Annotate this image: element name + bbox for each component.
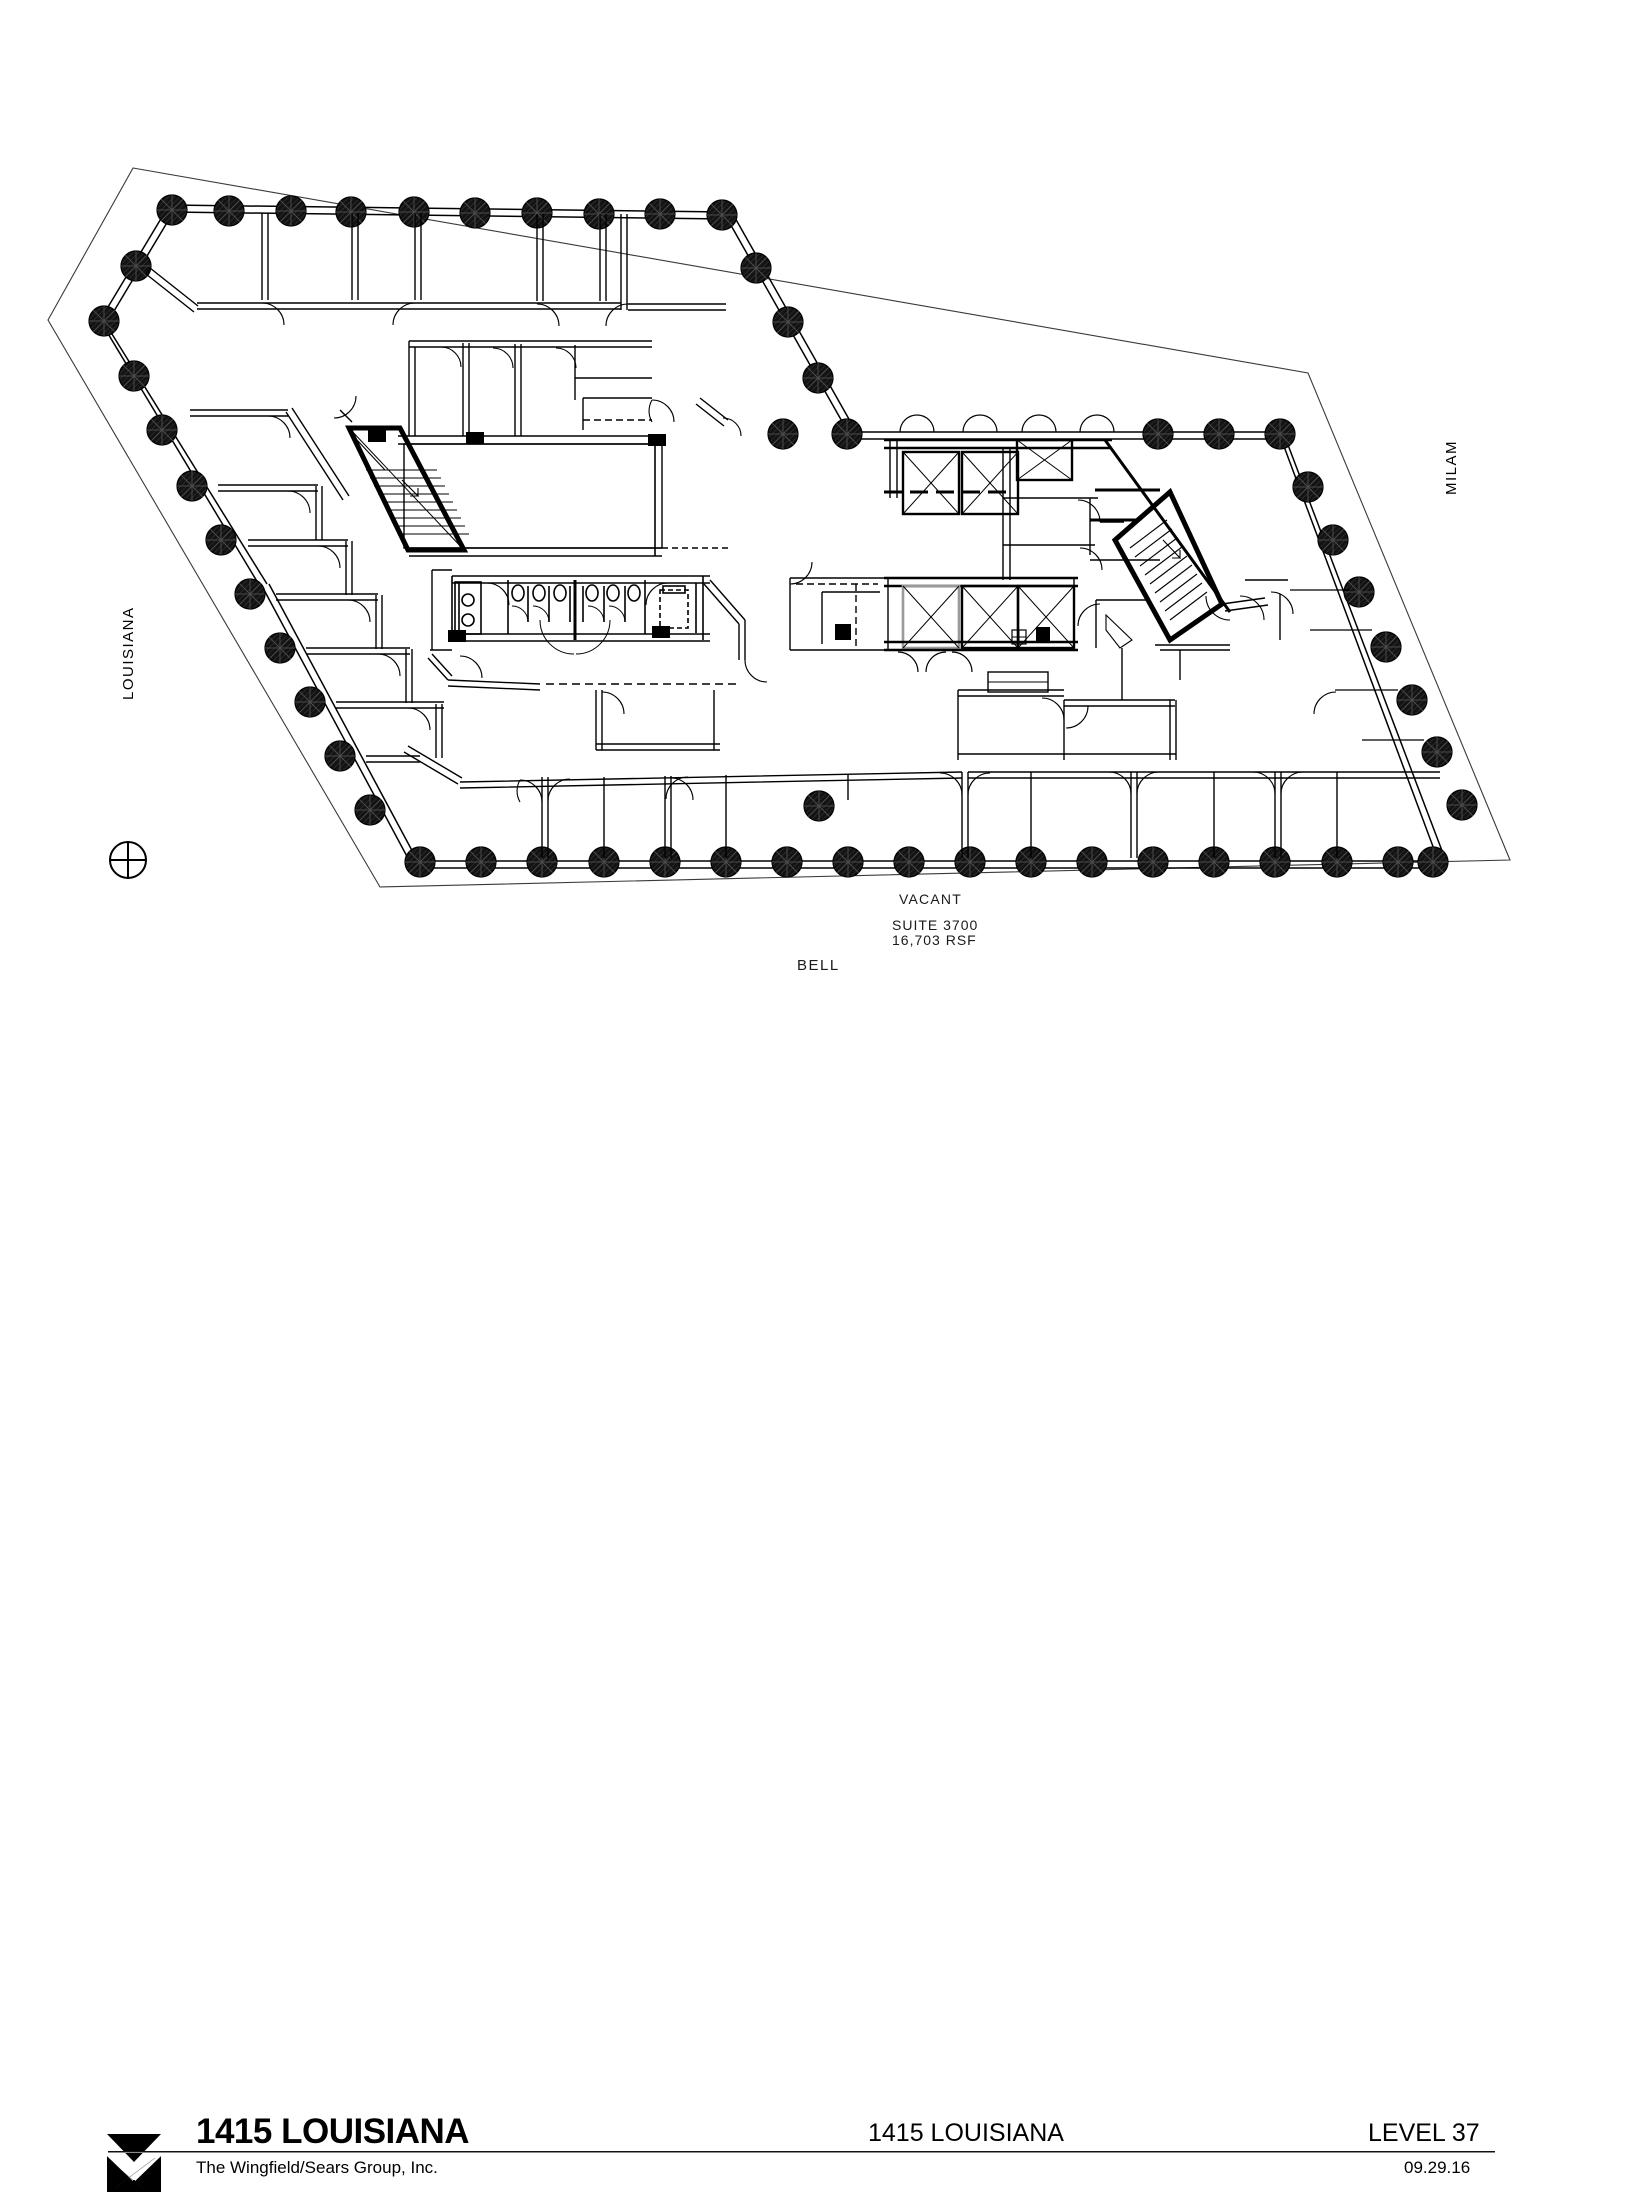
north-corridor-link bbox=[333, 395, 742, 437]
east-stairwell bbox=[1105, 487, 1226, 649]
north-orientation-crosshair-icon bbox=[109, 841, 147, 879]
sheet-building-title: 1415 LOUISIANA bbox=[868, 2119, 1064, 2147]
core-service-rooms bbox=[789, 561, 884, 651]
core-north-rooms bbox=[408, 340, 675, 436]
east-vestibule bbox=[1221, 579, 1288, 640]
title-block: 1415 LOUISIANA The Wingfield/Sears Group… bbox=[0, 1045, 1631, 2192]
street-label-milam-text: MILAM bbox=[1443, 439, 1460, 495]
sheet-level-title: LEVEL 37 bbox=[1368, 2119, 1480, 2147]
west-stairwell bbox=[345, 425, 469, 553]
floor-plan-sheet: LOUISIANA MILAM BELL VACANT SUITE 3700 1… bbox=[0, 167, 1631, 2192]
restroom-core bbox=[451, 575, 710, 655]
elevator-bank-south bbox=[835, 576, 1078, 693]
core-block-outline bbox=[398, 435, 730, 557]
brand-subtitle: The Wingfield/Sears Group, Inc. bbox=[196, 2158, 438, 2177]
north-office-suite bbox=[145, 213, 726, 327]
east-core-walls bbox=[1090, 439, 1232, 613]
suite-number-label: SUITE 3700 bbox=[892, 917, 979, 933]
elevator-shaft-n3 bbox=[1015, 438, 1074, 482]
wingfield-chevron-logo-icon bbox=[105, 2134, 163, 2192]
elevator-bank-north bbox=[884, 414, 1115, 580]
property-boundary bbox=[47, 167, 1511, 888]
floor-plan-drawing bbox=[47, 167, 1511, 888]
east-core-detail bbox=[957, 497, 1265, 760]
sheet-date: 09.29.16 bbox=[1404, 2158, 1471, 2177]
structural-columns bbox=[88, 194, 1478, 878]
street-label-louisiana-text: LOUISIANA bbox=[120, 606, 137, 700]
title-rule-shadow bbox=[108, 2152, 1495, 2153]
suite-area-label: 16,703 RSF bbox=[892, 932, 977, 948]
west-office-band bbox=[190, 407, 444, 763]
street-label-bell: BELL bbox=[797, 957, 840, 974]
brand-name: 1415 LOUISIANA bbox=[196, 2112, 470, 2151]
suite-status-label: VACANT bbox=[899, 891, 962, 907]
south-office-band bbox=[403, 589, 1440, 858]
perimeter-walls bbox=[98, 204, 1445, 869]
core-corridor bbox=[427, 569, 768, 751]
